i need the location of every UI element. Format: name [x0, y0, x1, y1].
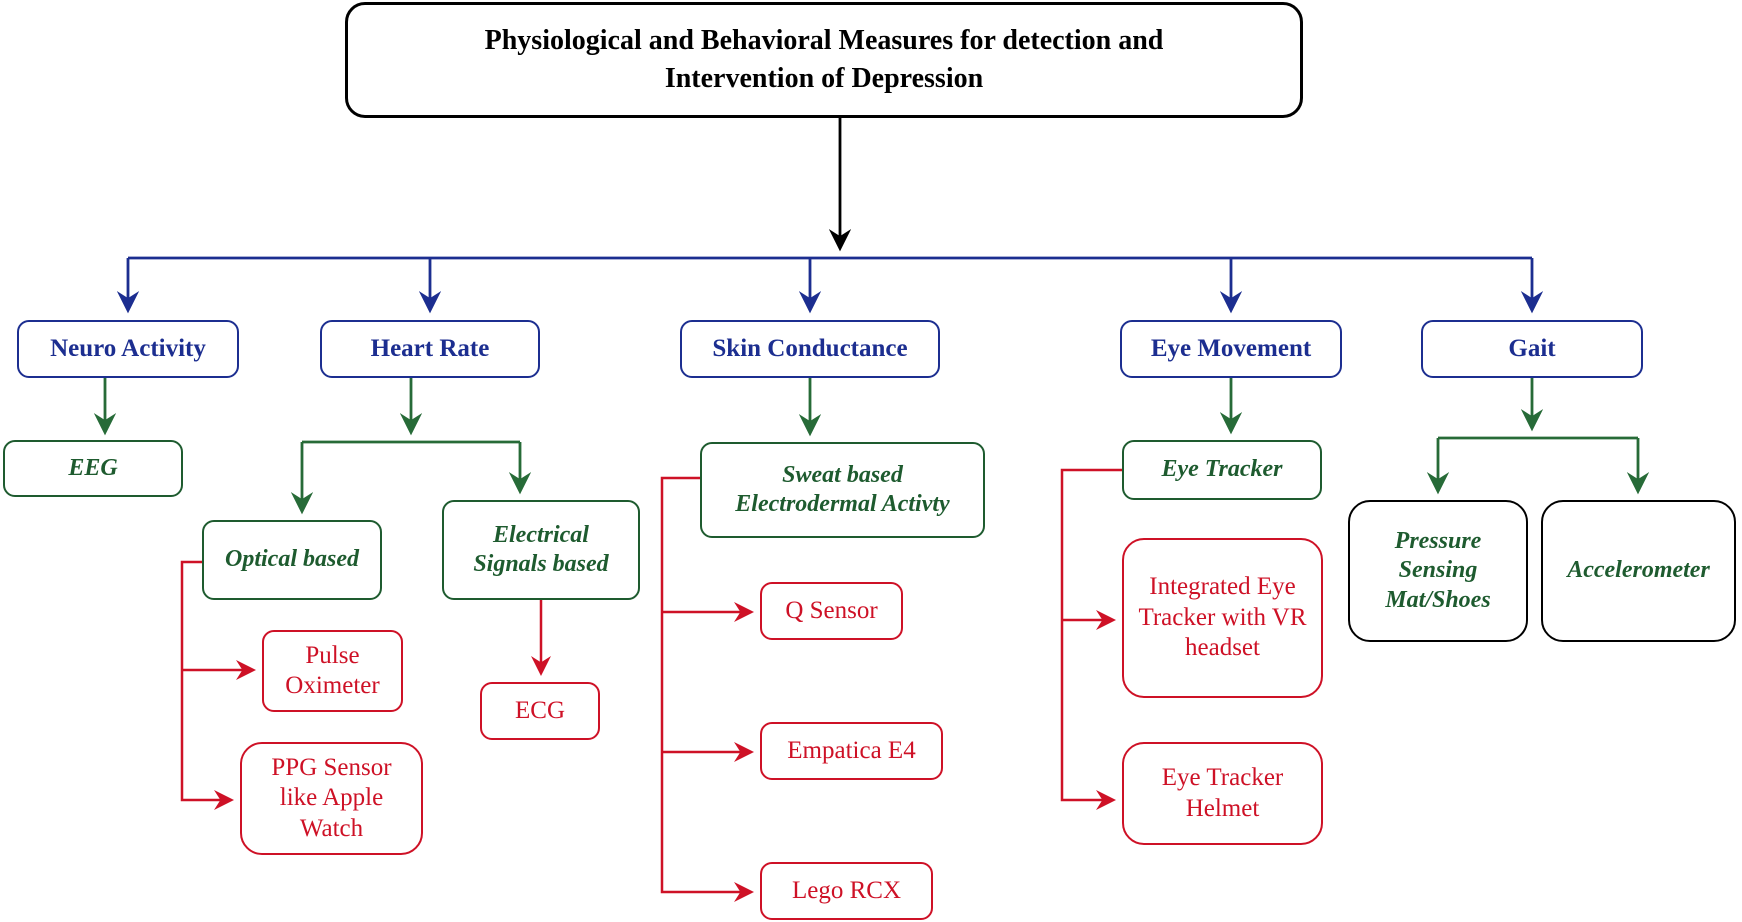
node-gait: Gait — [1421, 320, 1643, 378]
node-neuro-activity: Neuro Activity — [17, 320, 239, 378]
node-accelerometer: Accelerometer — [1541, 500, 1736, 642]
edge-optical-trunk — [180, 560, 234, 810]
node-electrical-signals-based: Electrical Signals based — [442, 500, 640, 600]
node-root-title: Physiological and Behavioral Measures fo… — [345, 2, 1303, 118]
node-heart-rate: Heart Rate — [320, 320, 540, 378]
edge-tracker-trunk — [1060, 468, 1122, 810]
node-pulse-oximeter: Pulse Oximeter — [262, 630, 403, 712]
node-pressure-sensing-mat-shoes: Pressure Sensing Mat/Shoes — [1348, 500, 1528, 642]
node-ppg-sensor: PPG Sensor like Apple Watch — [240, 742, 423, 855]
node-skin-conductance: Skin Conductance — [680, 320, 940, 378]
node-eye-tracker: Eye Tracker — [1122, 440, 1322, 500]
node-empatica-e4: Empatica E4 — [760, 722, 943, 780]
edge-sweat-trunk — [660, 476, 754, 902]
node-q-sensor: Q Sensor — [760, 582, 903, 640]
node-eye-tracker-helmet: Eye Tracker Helmet — [1122, 742, 1323, 845]
node-optical-based: Optical based — [202, 520, 382, 600]
node-sweat-based-eda: Sweat based Electrodermal Activty — [700, 442, 985, 538]
node-ecg: ECG — [480, 682, 600, 740]
node-integrated-eye-tracker-vr: Integrated Eye Tracker with VR headset — [1122, 538, 1323, 698]
node-eye-movement: Eye Movement — [1120, 320, 1342, 378]
node-lego-rcx: Lego RCX — [760, 862, 933, 920]
node-eeg: EEG — [3, 440, 183, 497]
